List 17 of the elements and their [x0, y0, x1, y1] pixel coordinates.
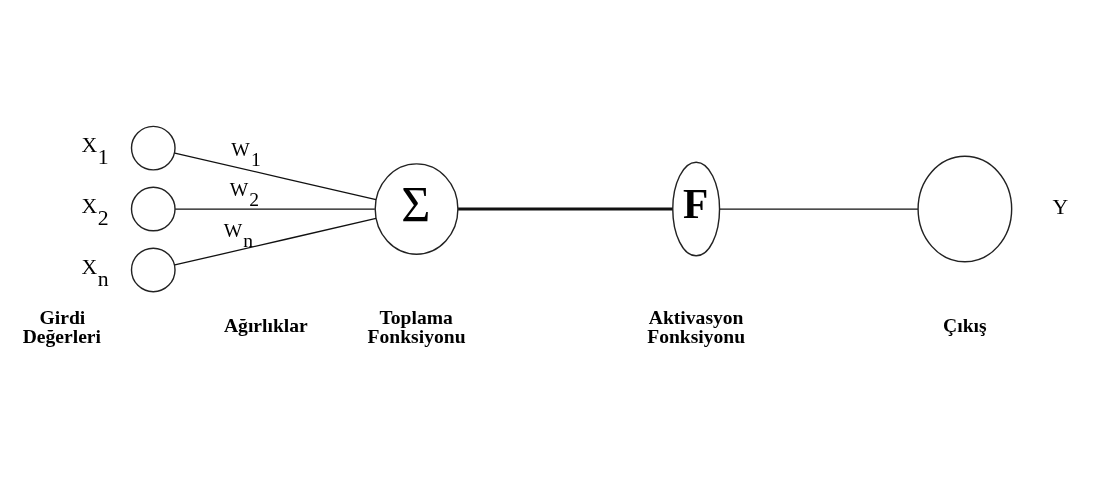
node-ellipse: F	[672, 161, 721, 257]
node-circle	[130, 247, 176, 292]
node-circle	[130, 186, 176, 231]
label: Aktivasyon Fonksiyonu	[647, 306, 746, 347]
label: Girdi Değerleri	[22, 306, 101, 347]
node-circle: Σ	[374, 162, 459, 255]
connector	[458, 207, 673, 211]
node-circle	[130, 125, 176, 171]
node-circle	[917, 155, 1013, 262]
connector	[719, 207, 919, 210]
label: Toplama Fonksiyonu	[367, 306, 466, 347]
node-label: Y	[1052, 194, 1069, 219]
label: Ağırlıklar	[223, 314, 308, 336]
connector	[174, 217, 377, 266]
connector	[174, 151, 377, 200]
label: Çıkış	[943, 314, 987, 336]
connector	[174, 207, 376, 210]
